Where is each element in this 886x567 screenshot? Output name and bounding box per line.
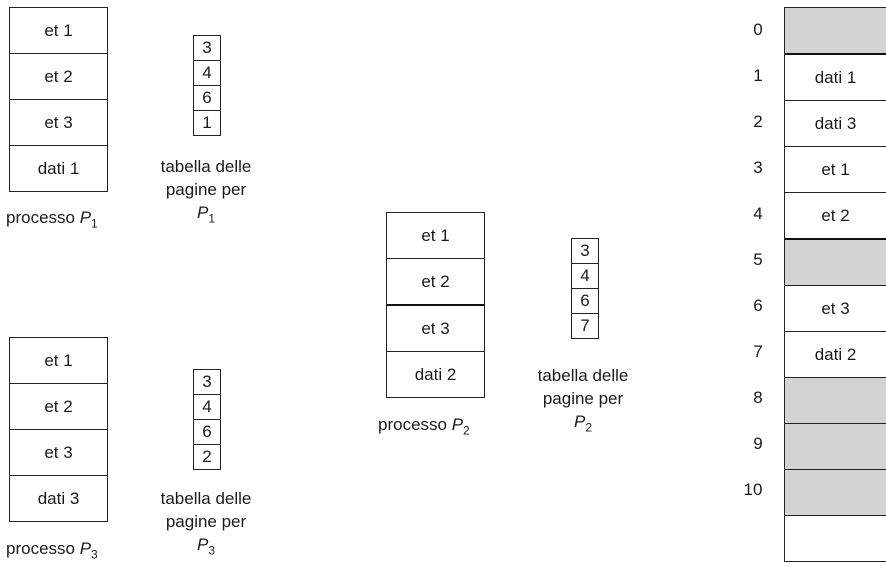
memory-frame-0 bbox=[785, 8, 886, 55]
p2-caption-line1: tabella delle bbox=[537, 366, 629, 385]
p3-caption-symbol-line: P3 bbox=[146, 533, 266, 562]
frame-number-8: 8 bbox=[753, 388, 763, 407]
p2-label-symbol: P bbox=[451, 415, 464, 434]
p2-caption-symbol-line: P2 bbox=[523, 410, 643, 439]
p2-page-1: et 2 bbox=[387, 259, 484, 306]
memory-frame-11 bbox=[785, 516, 886, 561]
frame-number-5: 5 bbox=[753, 250, 763, 269]
p3-label-subscript: 3 bbox=[91, 547, 98, 562]
p1-page-2: et 3 bbox=[10, 100, 107, 146]
p1-caption-symbol-line: P1 bbox=[146, 201, 266, 230]
page-table-p3-caption: tabella delle pagine per P3 bbox=[146, 487, 266, 562]
p2-caption-symbol: P bbox=[573, 412, 586, 431]
p3-page-0: et 1 bbox=[10, 338, 107, 384]
p1-label-symbol: P bbox=[79, 208, 92, 227]
p3-caption-line1: tabella delle bbox=[160, 489, 252, 508]
p3-label-symbol: P bbox=[79, 539, 92, 558]
p3-page-1: et 2 bbox=[10, 384, 107, 430]
memory-frame-2: dati 3 bbox=[785, 101, 886, 147]
p3-table-entry-3: 2 bbox=[202, 447, 212, 466]
process-p3-label: processo P3 bbox=[6, 539, 98, 561]
process-p1-label: processo P1 bbox=[6, 208, 98, 230]
frame-number-0: 0 bbox=[753, 20, 763, 39]
p1-caption-symbol: P bbox=[196, 203, 209, 222]
process-p3-pages: et 1 et 2 et 3 dati 3 bbox=[9, 337, 108, 522]
frame-number-7: 7 bbox=[753, 342, 763, 361]
frame-number-1: 1 bbox=[753, 66, 763, 85]
page-table-p2-caption: tabella delle pagine per P2 bbox=[523, 364, 643, 439]
p1-table-entry-3: 1 bbox=[202, 113, 212, 132]
p1-label-text: processo bbox=[6, 208, 80, 227]
p1-caption-subscript: 1 bbox=[208, 211, 216, 226]
memory-frame-10 bbox=[785, 470, 886, 516]
frame-number-6: 6 bbox=[753, 296, 763, 315]
p2-page-0: et 1 bbox=[387, 213, 484, 259]
p3-label-text: processo bbox=[6, 539, 80, 558]
p2-table-entry-0: 3 bbox=[572, 239, 598, 264]
p1-table-entry-2: 6 bbox=[194, 86, 220, 111]
p1-caption-line1: tabella delle bbox=[160, 157, 252, 176]
frame-number-9: 9 bbox=[753, 434, 763, 453]
frame-number-3: 3 bbox=[753, 158, 763, 177]
p1-page-1: et 2 bbox=[10, 54, 107, 100]
frame-number-4: 4 bbox=[753, 204, 763, 223]
memory-frame-9 bbox=[785, 424, 886, 470]
p2-table-entry-3: 7 bbox=[580, 316, 590, 335]
p2-page-3: dati 2 bbox=[414, 364, 457, 384]
p2-caption-subscript: 2 bbox=[585, 420, 593, 435]
process-p2-label: processo P2 bbox=[378, 415, 470, 437]
p3-table-entry-0: 3 bbox=[194, 370, 220, 395]
memory-frame-5 bbox=[785, 240, 886, 286]
p1-page-3: dati 1 bbox=[37, 158, 80, 178]
p3-page-2: et 3 bbox=[10, 430, 107, 476]
p2-label-text: processo bbox=[378, 415, 452, 434]
p1-caption-line2: pagine per bbox=[165, 180, 247, 199]
memory-frame-7: dati 2 bbox=[785, 332, 886, 378]
frame-number-2: 2 bbox=[753, 112, 763, 131]
p2-table-entry-2: 6 bbox=[572, 289, 598, 314]
p1-table-entry-0: 3 bbox=[194, 36, 220, 61]
p3-table-entry-1: 4 bbox=[194, 395, 220, 420]
memory-frame-3: et 1 bbox=[785, 147, 886, 193]
process-p2-pages: et 1 et 2 et 3 dati 2 bbox=[386, 212, 485, 398]
p1-page-0: et 1 bbox=[10, 8, 107, 54]
page-table-p3: 3 4 6 2 bbox=[193, 369, 221, 470]
memory-frame-1: dati 1 bbox=[785, 55, 886, 101]
page-table-p2: 3 4 6 7 bbox=[571, 238, 599, 339]
p2-page-2: et 3 bbox=[387, 306, 484, 352]
page-table-p1-caption: tabella delle pagine per P1 bbox=[146, 155, 266, 230]
page-table-p1: 3 4 6 1 bbox=[193, 35, 221, 136]
p2-caption-line2: pagine per bbox=[542, 389, 624, 408]
frame-number-10: 10 bbox=[743, 480, 763, 499]
p1-label-subscript: 1 bbox=[91, 216, 98, 231]
p2-table-entry-1: 4 bbox=[572, 264, 598, 289]
p3-caption-symbol: P bbox=[196, 535, 209, 554]
memory-frame-6: et 3 bbox=[785, 286, 886, 332]
p3-table-entry-2: 6 bbox=[194, 420, 220, 445]
p1-table-entry-1: 4 bbox=[194, 61, 220, 86]
p3-page-3: dati 3 bbox=[37, 488, 80, 508]
p3-caption-line2: pagine per bbox=[165, 512, 247, 531]
process-p1-pages: et 1 et 2 et 3 dati 1 bbox=[9, 7, 108, 192]
p3-caption-subscript: 3 bbox=[208, 543, 216, 558]
p2-label-subscript: 2 bbox=[463, 423, 470, 438]
memory-frame-8 bbox=[785, 378, 886, 424]
memory-frame-4: et 2 bbox=[785, 193, 886, 240]
physical-memory: dati 1 dati 3 et 1 et 2 et 3 dati 2 bbox=[784, 7, 886, 562]
